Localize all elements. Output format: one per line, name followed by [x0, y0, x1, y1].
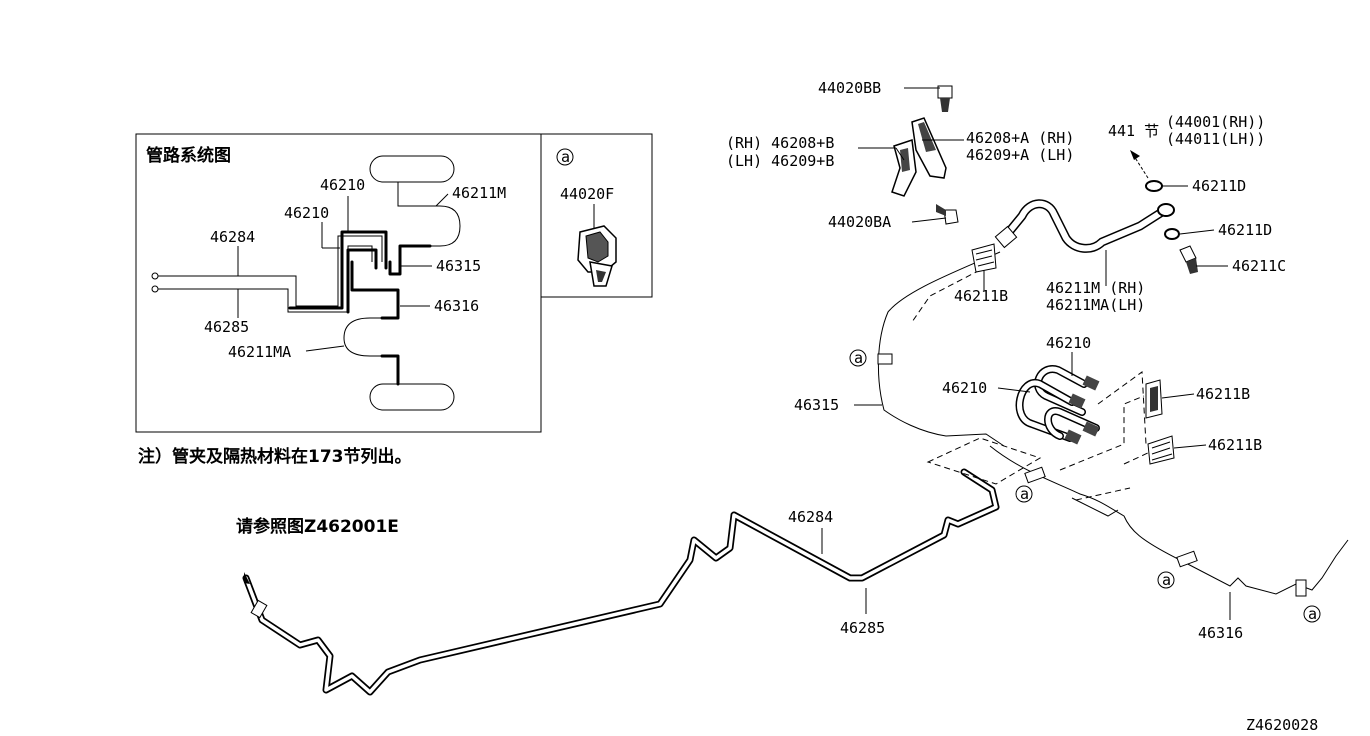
inset-panel: 管路系统图 46210 46210 46211M 46284 46315: [135, 133, 542, 433]
clip-ref-3: a: [1162, 571, 1171, 589]
detail-box-a: a 44020F: [540, 133, 653, 298]
pipe-46316-branch: [1071, 497, 1119, 517]
clip-ref-4: a: [1308, 605, 1317, 623]
clip-46211b-mid-icon: [1145, 379, 1163, 419]
clip-46211b-lower-icon: [1147, 435, 1175, 465]
port-circle-upper: [151, 272, 159, 280]
bolt-44020ba-icon: [936, 204, 959, 225]
label-46315: 46315: [794, 396, 839, 414]
clip-44020f-icon: [577, 225, 617, 287]
clip-ref-circles: a a a a: [849, 349, 1321, 623]
washer-46211d-lower-icon: [1164, 228, 1180, 240]
inset-pipe-46285: [158, 245, 373, 313]
clip-ref-1: a: [854, 349, 863, 367]
pipe-46315: [877, 251, 1005, 447]
label-46211d-1: 46211D: [1192, 177, 1246, 195]
inset-label-46284: 46284: [210, 228, 255, 246]
dashed-guide-d: [1123, 451, 1151, 465]
port-circle-lower: [151, 285, 159, 293]
rear-brake-drum: [369, 383, 455, 411]
inset-label-46210b: 46210: [284, 204, 329, 222]
inset-label-46210a: 46210: [320, 176, 365, 194]
inset-label-46316: 46316: [434, 297, 479, 315]
inset-pipe-46284: [158, 235, 383, 307]
clip-ref-2: a: [1020, 485, 1029, 503]
hose-46211m: [994, 199, 1175, 253]
dashed-guide-a: [926, 437, 1042, 485]
label-46210-1: 46210: [1046, 334, 1091, 352]
leader-inset-46211ma: [305, 345, 345, 352]
dashed-guide-f: [1075, 487, 1131, 501]
arrow-441: [1130, 150, 1149, 179]
bolt-44020bb-icon: [937, 85, 953, 112]
inset-label-46211ma: 46211MA: [228, 343, 291, 361]
label-46211b-3: 46211B: [1208, 436, 1262, 454]
label-46209a: 46209+A (LH): [966, 146, 1074, 164]
main-pipe-46284-46285: [242, 468, 1000, 696]
label-46211c: 46211C: [1232, 257, 1286, 275]
label-46211m: 46211M (RH): [1046, 279, 1145, 297]
inset-label-46285: 46285: [204, 318, 249, 336]
inset-hose-46211ma: [343, 317, 382, 357]
label-46208b: (RH) 46208+B: [726, 134, 834, 152]
arrow-front: [244, 572, 263, 615]
dashed-guide-b: [1059, 395, 1145, 471]
label-44020ba: 44020BA: [828, 213, 891, 231]
inset-title: 管路系统图: [146, 145, 231, 166]
label-44020bb: 44020BB: [818, 79, 881, 97]
detail-symbol-circle: [556, 148, 574, 166]
inset-pipe-front: [397, 182, 418, 207]
inset-pipe-46315-heavy: [388, 244, 432, 276]
label-46210-2: 46210: [942, 379, 987, 397]
pipe-clip-46316-a: [1024, 466, 1046, 484]
pipe-clip-left: [250, 599, 268, 619]
see-reference: 请参照图Z462001E: [236, 516, 399, 537]
inset-pipe-46210-heavy-2: [346, 248, 378, 314]
label-46211d-2: 46211D: [1218, 221, 1272, 239]
inset-pipe-46210-heavy: [288, 230, 388, 310]
pipe-inner: [244, 470, 998, 694]
label-46316: 46316: [1198, 624, 1243, 642]
label-46211b-2: 46211B: [1196, 385, 1250, 403]
label-46211b-1: 46211B: [954, 287, 1008, 305]
detail-symbol: a: [561, 148, 570, 166]
label-46284: 46284: [788, 508, 833, 526]
inset-label-46315: 46315: [436, 257, 481, 275]
label-441: 441 节: [1108, 122, 1159, 140]
pipe-clip-46315: [877, 353, 893, 365]
bracket-46208a: [911, 117, 947, 179]
label-46209b: (LH) 46209+B: [726, 152, 834, 170]
label-44011: (44011(LH)): [1166, 130, 1265, 148]
label-46285: 46285: [840, 619, 885, 637]
detail-label-44020f: 44020F: [560, 185, 614, 203]
label-46211ma: 46211MA(LH): [1046, 296, 1145, 314]
bracket-46208b: [891, 138, 917, 197]
washer-46211d-upper-icon: [1145, 180, 1163, 192]
leader-lines: [821, 87, 1231, 620]
pipe-clip-46316-b: [1176, 550, 1198, 568]
inset-hose-46211m: [418, 205, 461, 247]
leader-inset-46211m: [435, 193, 449, 207]
detail-box-border: [540, 133, 653, 298]
label-44001: (44001(RH)): [1166, 113, 1265, 131]
clip-46211b-upper-icon: [971, 243, 997, 273]
note-text: 注）管夹及隔热材料在173节列出。: [138, 446, 412, 467]
label-46208a: 46208+A (RH): [966, 129, 1074, 147]
figure-code: Z4620028: [1246, 716, 1318, 734]
bolt-46211c-icon: [1179, 245, 1198, 274]
pipe-clip-46316-c: [1295, 579, 1307, 597]
pipe-outer: [242, 468, 1000, 696]
inset-pipe-rear: [380, 354, 400, 386]
u-pipes-46210: [1015, 365, 1100, 445]
inset-label-46211m: 46211M: [452, 184, 506, 202]
front-brake-drum: [369, 155, 455, 183]
dashed-guide-c: [1097, 371, 1147, 445]
inset-pipe-46316-heavy: [350, 260, 400, 320]
